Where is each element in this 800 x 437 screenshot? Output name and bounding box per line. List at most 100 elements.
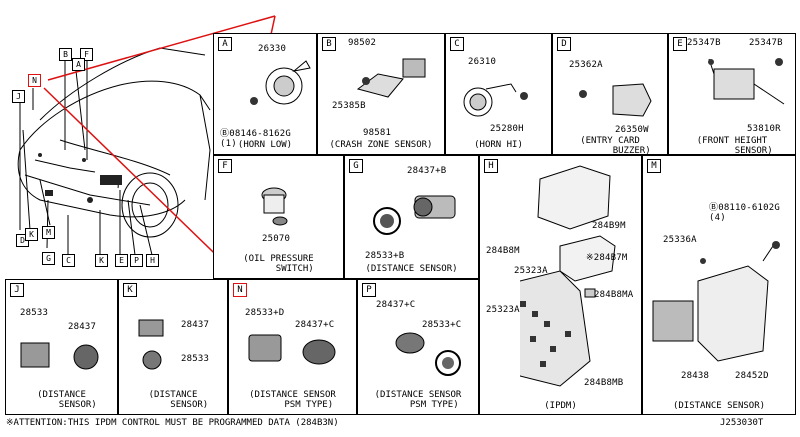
- panel-n-tag: N: [233, 283, 247, 297]
- panel-d: D 25362A 26350W (ENTRY CARD BUZZER): [552, 33, 668, 156]
- distance-sensor-psm-drawing: [248, 334, 336, 365]
- panel-caption: (OIL PRESSURE SWITCH): [243, 254, 314, 274]
- part-number: 26350W: [615, 125, 649, 135]
- panel-caption: (HORN HI): [474, 140, 523, 150]
- panel-h: H 284B9M 284B8M 25323A ※284B7M 284B8MA 2…: [479, 155, 642, 415]
- part-number: 28533: [181, 354, 210, 364]
- panel-n: N 28533+D 28437+C (DISTANCE SENSOR PSM T…: [228, 279, 357, 415]
- panel-e: E 25347B 25347B 53810R (FRONT HEIGHT SEN…: [668, 33, 796, 156]
- part-number: 28533+D: [245, 308, 285, 318]
- part-number: 284B8MB: [584, 378, 624, 388]
- panel-caption: (FRONT HEIGHT SENSOR): [696, 136, 773, 156]
- part-number: 98502: [348, 38, 377, 48]
- panel-h-tag: H: [484, 159, 498, 173]
- panel-k-tag: K: [123, 283, 137, 297]
- overview-label-j: J: [12, 90, 25, 103]
- panel-caption: (CRASH ZONE SENSOR): [329, 140, 433, 150]
- panel-c-tag: C: [450, 37, 464, 51]
- distance-sensor-module-drawing: [652, 241, 780, 362]
- part-number: 28533: [20, 308, 49, 318]
- part-number: 25070: [262, 234, 291, 244]
- crash-zone-sensor-drawing: [356, 58, 426, 98]
- footer-note: ※ATTENTION:THIS IPDM CONTROL MUST BE PRO…: [6, 418, 339, 428]
- part-number: 284B8M: [486, 246, 520, 256]
- part-number: 26310: [468, 57, 497, 67]
- part-number: 26330: [258, 44, 287, 54]
- panel-g-tag: G: [349, 159, 363, 173]
- panel-caption: (HORN LOW): [237, 140, 293, 150]
- panel-p-tag: P: [362, 283, 376, 297]
- part-number: 28437+C: [295, 320, 335, 330]
- panel-m-tag: M: [647, 159, 661, 173]
- panel-caption: (IPDM): [544, 401, 577, 411]
- part-number: 25323A: [486, 305, 520, 315]
- panel-m: M Ⓑ08110-6102G (4) 25336A 28438 28452D (…: [642, 155, 796, 415]
- part-number: 25347B: [749, 38, 783, 48]
- entry-card-buzzer-drawing: [579, 83, 652, 117]
- overview-label-n: N: [28, 74, 41, 87]
- panel-k: K 28437 28533 (DISTANCE SENSOR): [118, 279, 228, 415]
- overview-label-g: G: [42, 252, 55, 265]
- panel-j: J 28533 28437 (DISTANCE SENSOR): [5, 279, 118, 415]
- horn-low-drawing: [250, 60, 311, 105]
- panel-b-tag: B: [322, 37, 336, 51]
- part-number: 25385B: [332, 101, 366, 111]
- diagram-id: J253030T: [720, 418, 764, 428]
- ipdm-drawing: [520, 165, 616, 387]
- horn-hi-drawing: [463, 83, 528, 117]
- panel-caption: (DISTANCE SENSOR): [365, 264, 458, 274]
- part-number: 25347B: [687, 38, 721, 48]
- part-number: 98581: [363, 128, 392, 138]
- distance-sensor-drawing: [138, 319, 164, 370]
- overview-label-f: F: [80, 48, 93, 61]
- oil-pressure-switch-drawing: [261, 187, 288, 226]
- panel-f: F 25070 (OIL PRESSURE SWITCH): [213, 155, 344, 279]
- overview-label-b: B: [59, 48, 72, 61]
- part-number: 28437+C: [376, 300, 416, 310]
- panel-caption: (ENTRY CARD BUZZER): [580, 136, 651, 156]
- part-number: 284B8MA: [594, 290, 634, 300]
- part-number: 28438: [681, 371, 710, 381]
- panel-g: G 28437+B 28533+B (DISTANCE SENSOR): [344, 155, 479, 279]
- overview-label-a: A: [72, 58, 85, 71]
- overview-label-c: C: [62, 254, 75, 267]
- panel-caption: (DISTANCE SENSOR PSM TYPE): [374, 390, 462, 410]
- part-number: 25336A: [663, 235, 697, 245]
- part-number: ※284B7M: [586, 253, 628, 263]
- panel-caption: (DISTANCE SENSOR PSM TYPE): [249, 390, 336, 410]
- panel-caption: (DISTANCE SENSOR): [672, 401, 766, 411]
- overview-label-k: K: [25, 228, 38, 241]
- overview-label-h: H: [146, 254, 159, 267]
- overview-label-p: P: [130, 254, 143, 267]
- part-number: Ⓑ08146-8162G (1): [220, 129, 292, 149]
- distance-sensor-drawing: [20, 342, 99, 370]
- panel-c: C 26310 25280H (HORN HI): [445, 33, 552, 155]
- distance-sensor-drawing: [373, 195, 456, 235]
- part-number: 25323A: [514, 266, 548, 276]
- panel-caption: (DISTANCE SENSOR): [148, 390, 209, 410]
- distance-sensor-psm-drawing: [395, 332, 461, 376]
- part-number: 28533+B: [365, 251, 405, 261]
- panel-j-tag: J: [10, 283, 24, 297]
- part-number: 284B9M: [592, 221, 626, 231]
- panel-p: P 28437+C 28533+C (DISTANCE SENSOR PSM T…: [357, 279, 479, 415]
- panel-caption: (DISTANCE SENSOR): [37, 390, 97, 410]
- part-number: 28437+B: [407, 166, 447, 176]
- panel-e-tag: E: [673, 37, 687, 51]
- part-number: 53810R: [747, 124, 781, 134]
- overview-label-k2: K: [95, 254, 108, 267]
- panel-a-tag: A: [218, 37, 232, 51]
- part-number: 25280H: [490, 124, 524, 134]
- overview-label-m: M: [42, 226, 55, 239]
- part-number: 25362A: [569, 60, 603, 70]
- part-number: 28452D: [735, 371, 769, 381]
- part-number: 28533+C: [422, 320, 462, 330]
- panel-f-tag: F: [218, 159, 232, 173]
- front-height-sensor-drawing: [708, 58, 785, 105]
- panel-a: A 26330 Ⓑ08146-8162G (1) (HORN LOW): [213, 33, 317, 155]
- panel-b: B 98502 25385B 98581 (CRASH ZONE SENSOR): [317, 33, 445, 155]
- part-number: 28437: [68, 322, 97, 332]
- overview-label-e: E: [115, 254, 128, 267]
